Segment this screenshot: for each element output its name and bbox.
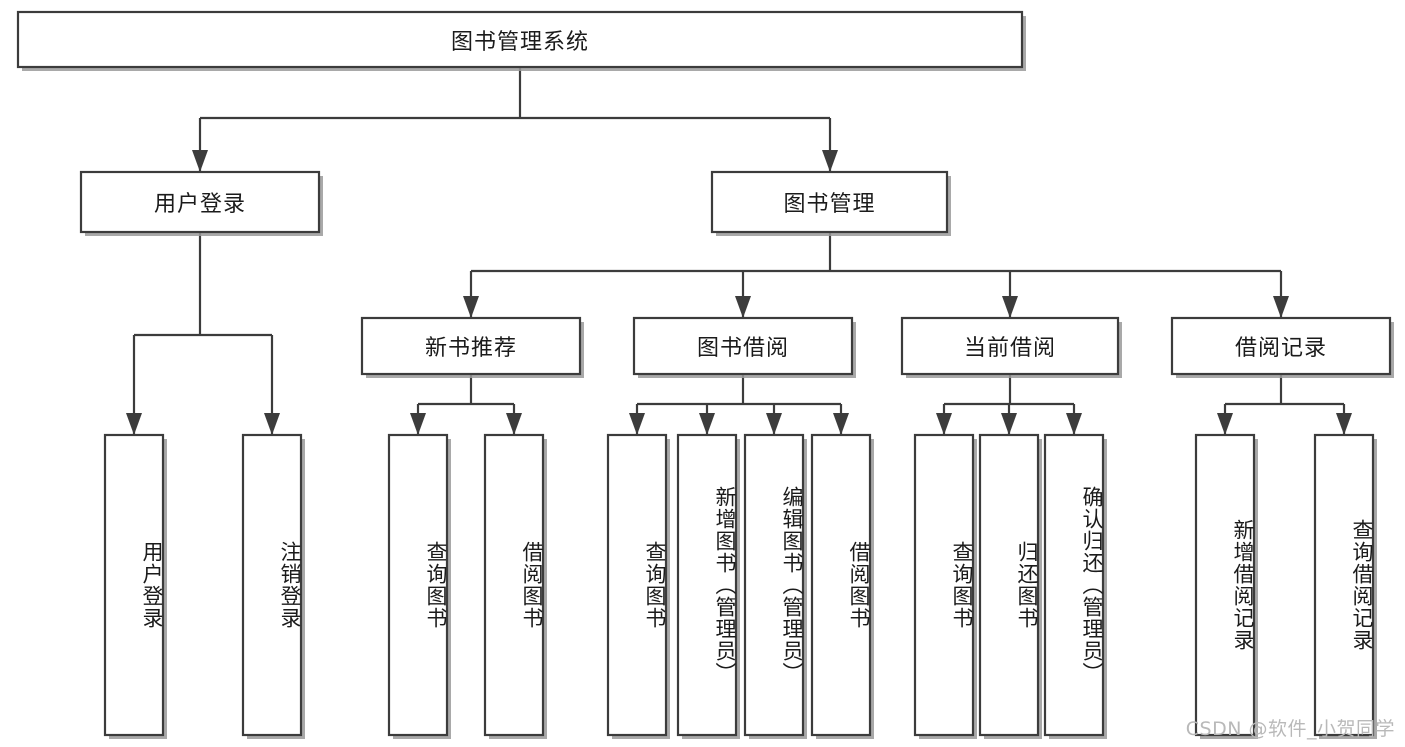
node-box-borrow-record[interactable] [1170,316,1392,376]
node-box-leaf-user-logout[interactable] [241,433,303,737]
node-box-leaf-recommend-query-book[interactable] [387,433,449,737]
arrow-icon-book-manage-to-level2-3 [1273,296,1289,318]
node-box-leaf-borrow-borrow-book[interactable] [810,433,872,737]
node-box-new-book-recommend[interactable] [360,316,582,376]
node-box-current-borrow[interactable] [900,316,1120,376]
connector-layer [126,67,1352,435]
node-box-leaf-current-query-book[interactable] [913,433,975,737]
node-box-leaf-user-login[interactable] [103,433,165,737]
node-box-leaf-recommend-borrow-book[interactable] [483,433,545,737]
arrow-icon-current-borrow-to-leaves-1 [1001,413,1017,435]
arrow-icon-book-borrow-to-leaves-0 [629,413,645,435]
arrow-icon-root-to-level1-1 [822,150,838,172]
node-box-leaf-current-return-book[interactable] [978,433,1040,737]
arrow-icon-book-manage-to-level2-1 [735,296,751,318]
node-box-book-manage[interactable] [710,170,949,234]
arrow-icon-user-login-to-leaves-1 [264,413,280,435]
node-box-leaf-borrow-add-book[interactable] [676,433,738,737]
node-box-book-borrow[interactable] [632,316,854,376]
node-box-leaf-current-confirm-return[interactable] [1043,433,1105,737]
arrow-icon-new-book-recommend-to-leaves-1 [506,413,522,435]
arrow-icon-book-manage-to-level2-0 [463,296,479,318]
arrow-icon-book-borrow-to-leaves-1 [699,413,715,435]
node-box-leaf-record-query[interactable] [1313,433,1375,737]
arrow-icon-borrow-record-to-leaves-1 [1336,413,1352,435]
arrow-icon-user-login-to-leaves-0 [126,413,142,435]
arrow-icon-current-borrow-to-leaves-0 [936,413,952,435]
node-box-leaf-borrow-query-book[interactable] [606,433,668,737]
arrow-icon-book-borrow-to-leaves-3 [833,413,849,435]
node-box-leaf-record-add[interactable] [1194,433,1256,737]
arrow-icon-root-to-level1-0 [192,150,208,172]
arrow-icon-book-borrow-to-leaves-2 [766,413,782,435]
node-box-root[interactable] [16,10,1024,69]
node-box-user-login[interactable] [79,170,321,234]
box-layer [16,10,1394,739]
node-box-leaf-borrow-edit-book[interactable] [743,433,805,737]
arrow-icon-borrow-record-to-leaves-0 [1217,413,1233,435]
arrow-icon-new-book-recommend-to-leaves-0 [410,413,426,435]
arrow-icon-current-borrow-to-leaves-2 [1066,413,1082,435]
arrow-icon-book-manage-to-level2-2 [1002,296,1018,318]
